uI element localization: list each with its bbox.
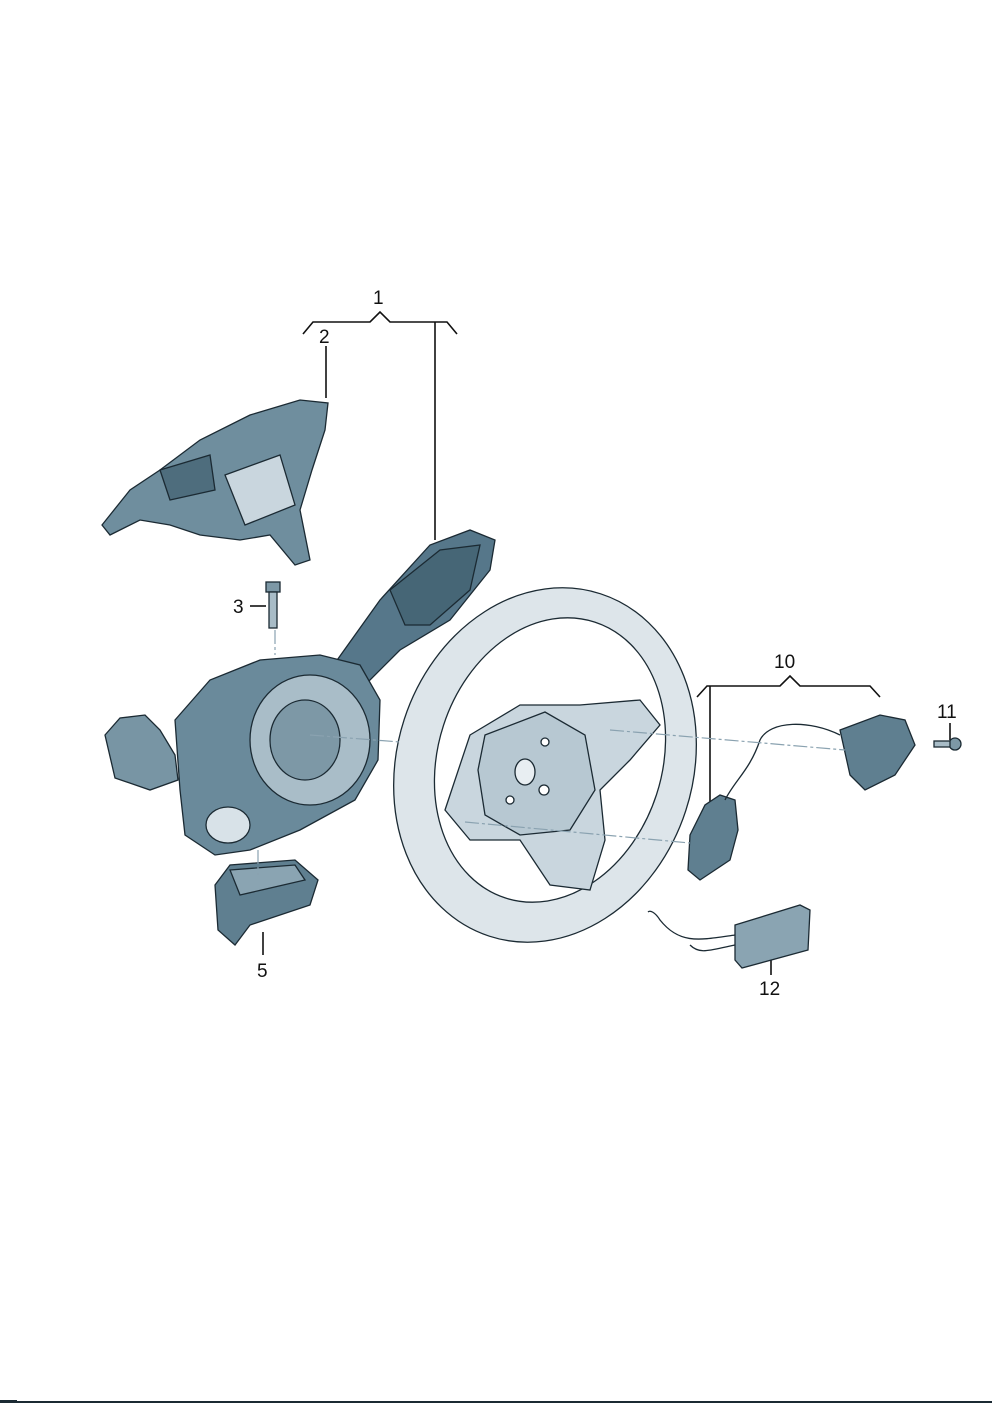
- part-2-bracket: [101, 399, 329, 566]
- callout-10: 10: [774, 652, 795, 673]
- callout-3: 3: [233, 597, 244, 618]
- bracket-1: [302, 310, 458, 540]
- part-1-column-switch: [104, 654, 381, 856]
- part-5-control-unit: [214, 859, 319, 946]
- part-10-multifunction-buttons: [687, 714, 916, 881]
- part-11-screw: [933, 737, 962, 751]
- callout-11: 11: [937, 702, 957, 723]
- part-3-screw: [265, 581, 281, 629]
- steering-wheel: [393, 587, 697, 943]
- axis-line: [309, 734, 401, 743]
- callout-12: 12: [759, 979, 780, 1000]
- bracket-10: [696, 674, 881, 820]
- part-1-wiper-stalk: [329, 529, 496, 691]
- part-12-control-module: [647, 904, 811, 969]
- axis-line: [609, 729, 846, 751]
- axis-line: [464, 821, 691, 844]
- callout-1: 1: [373, 288, 384, 309]
- callout-5: 5: [257, 961, 268, 982]
- callout-2: 2: [319, 327, 330, 348]
